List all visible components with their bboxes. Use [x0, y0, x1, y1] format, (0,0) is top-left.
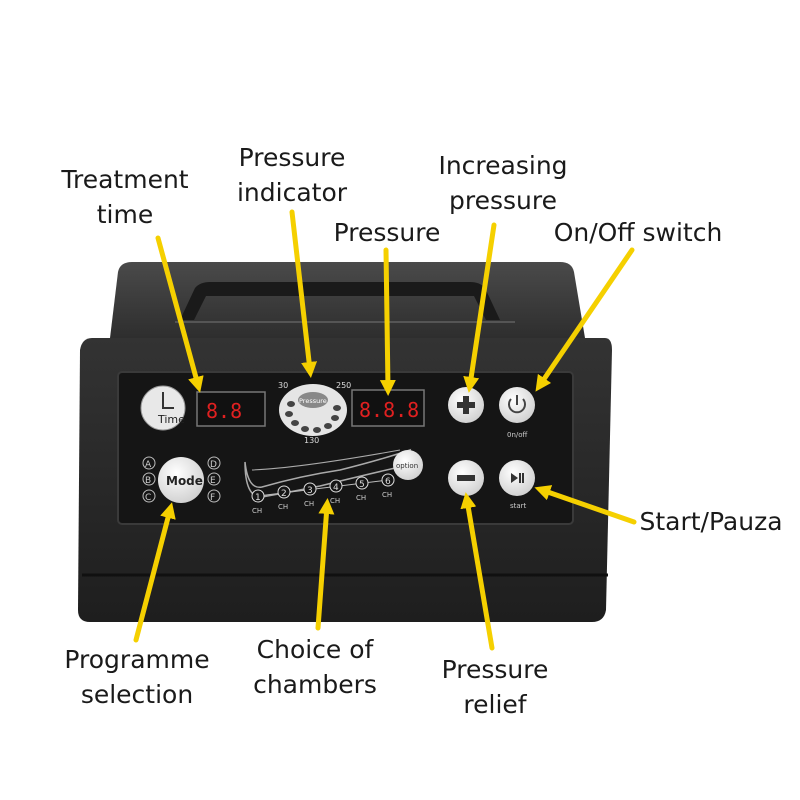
svg-text:CH: CH	[252, 507, 262, 515]
minus-icon	[457, 475, 475, 481]
play-pause-icon	[511, 473, 524, 483]
svg-text:2: 2	[281, 489, 287, 499]
arrow-on-off	[535, 247, 635, 392]
mode-letters-left	[142, 456, 156, 503]
time-label: Time	[157, 413, 185, 426]
arrow-pressure-indicator	[289, 209, 318, 378]
arrow-increasing-pressure	[463, 222, 497, 393]
svg-text:130: 130	[304, 436, 319, 445]
svg-text:4: 4	[333, 483, 339, 493]
pressure-relief-button[interactable]	[448, 460, 484, 496]
pressure-display: 8.8.8	[359, 398, 419, 422]
arrow-pressure-relief	[460, 492, 495, 651]
svg-text:option: option	[396, 462, 418, 470]
svg-text:D: D	[210, 460, 217, 470]
svg-text:CH: CH	[382, 491, 392, 499]
svg-text:Mode: Mode	[166, 474, 203, 488]
svg-text:B: B	[145, 476, 151, 486]
svg-text:CH: CH	[278, 503, 288, 511]
plus-icon	[457, 396, 475, 414]
svg-text:F: F	[210, 493, 215, 503]
device-handle	[180, 282, 500, 320]
device-lid	[110, 262, 585, 338]
callout-arrows	[133, 209, 637, 651]
chamber-selector[interactable]: 1 2 3 4 5 6 CH CH CH CH CH CH	[251, 473, 395, 515]
label-pressure: Pressure	[333, 218, 441, 247]
svg-text:1: 1	[255, 493, 261, 503]
svg-text:30: 30	[278, 381, 288, 390]
pressure-gauge: Pressure 30 250 130	[278, 381, 351, 445]
increase-pressure-button[interactable]	[448, 387, 484, 423]
arrow-treatment-time	[155, 235, 204, 393]
svg-text:C: C	[145, 493, 151, 503]
svg-text:250: 250	[336, 381, 351, 390]
time-display: 8.8	[206, 399, 242, 423]
svg-text:A: A	[145, 460, 152, 470]
arrow-start-pauza	[534, 485, 637, 525]
label-on-off-switch: On/Off switch	[553, 218, 723, 247]
svg-text:CH: CH	[330, 497, 340, 505]
svg-text:5: 5	[359, 480, 365, 490]
start-pause-button[interactable]: start	[499, 460, 535, 510]
svg-text:E: E	[210, 476, 216, 486]
label-start-pauza: Start/Pauza	[639, 507, 783, 536]
on-off-button[interactable]: 0n/off	[499, 387, 535, 439]
pressure-display-frame	[351, 389, 425, 427]
clock-icon: Time	[140, 385, 186, 431]
option-button[interactable]: option	[393, 450, 423, 480]
time-display-frame	[196, 391, 266, 427]
svg-text:Pressure: Pressure	[299, 397, 327, 405]
svg-text:6: 6	[385, 477, 391, 487]
arrow-pressure	[379, 247, 396, 396]
mode-letters-right	[207, 456, 221, 503]
svg-text:3: 3	[307, 486, 313, 496]
svg-text:start: start	[510, 502, 527, 510]
svg-text:0n/off: 0n/off	[507, 431, 528, 439]
power-icon	[508, 395, 526, 414]
svg-text:CH: CH	[304, 500, 314, 508]
svg-text:CH: CH	[356, 494, 366, 502]
mode-button[interactable]: Mode	[158, 457, 204, 503]
arrow-chambers	[315, 498, 335, 631]
arrow-programme	[133, 502, 176, 643]
